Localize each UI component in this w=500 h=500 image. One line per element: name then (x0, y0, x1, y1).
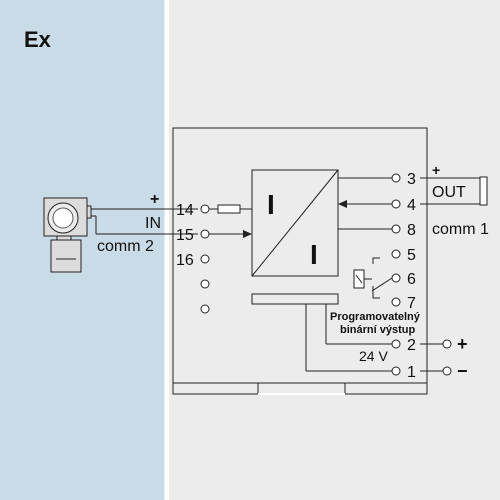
supply-plus-terminal (442, 339, 452, 349)
ex-zone-label: Ex (24, 27, 52, 52)
terminal-6-label: 6 (407, 271, 416, 288)
terminal-1-label: 1 (407, 364, 416, 381)
supply-minus-sign: − (457, 361, 468, 381)
field-transmitter-icon (43, 197, 92, 273)
terminal-3 (391, 173, 401, 183)
output-label: OUT (432, 184, 466, 201)
input-wiring (91, 208, 198, 235)
terminal-5 (391, 249, 401, 259)
converter-block (251, 169, 339, 277)
converter-glyph-top: I (267, 189, 275, 220)
terminal-spare-a (200, 279, 210, 289)
output-wiring (420, 176, 488, 206)
terminal-8-label: 8 (407, 222, 416, 239)
power-bus-bar (251, 293, 339, 305)
input-resistor (217, 204, 241, 214)
converter-glyph-bottom: I (310, 239, 318, 270)
input-arrow (243, 230, 252, 238)
input-label: IN (145, 215, 161, 232)
terminal-14 (200, 204, 210, 214)
module-base-left (172, 382, 259, 395)
relay-label-line2: binární výstup (340, 324, 415, 336)
terminal-8 (391, 224, 401, 234)
terminal-spare-b (200, 304, 210, 314)
terminal-4-label: 4 (407, 197, 416, 214)
ex-zone (0, 0, 166, 500)
terminal-16-label: 16 (176, 252, 194, 269)
input-plus-sign: + (150, 191, 159, 208)
terminal-2-label: 2 (407, 337, 416, 354)
terminal-14-label: 14 (176, 202, 194, 219)
output-arrow (338, 200, 347, 208)
terminal-15-label: 15 (176, 227, 194, 244)
supply-voltage-label: 24 V (359, 348, 388, 364)
terminal-3-label: 3 (407, 171, 416, 188)
terminal-4 (391, 199, 401, 209)
module-base-right (344, 382, 428, 395)
output-comm-label: comm 1 (432, 221, 489, 238)
terminal-2 (391, 339, 401, 349)
relay-label-line1: Programovatelný (330, 311, 421, 323)
terminal-16 (200, 254, 210, 264)
supply-minus-terminal (442, 366, 452, 376)
terminal-5-label: 5 (407, 247, 416, 264)
terminal-6 (391, 273, 401, 283)
relay-contact-symbol (353, 257, 393, 299)
output-plus-sign: + (432, 162, 440, 178)
input-comm-label: comm 2 (97, 238, 154, 255)
terminal-1 (391, 366, 401, 376)
supply-plus-sign: + (457, 334, 468, 354)
terminal-7 (391, 297, 401, 307)
terminal-7-label: 7 (407, 295, 416, 312)
terminal-15 (200, 229, 210, 239)
